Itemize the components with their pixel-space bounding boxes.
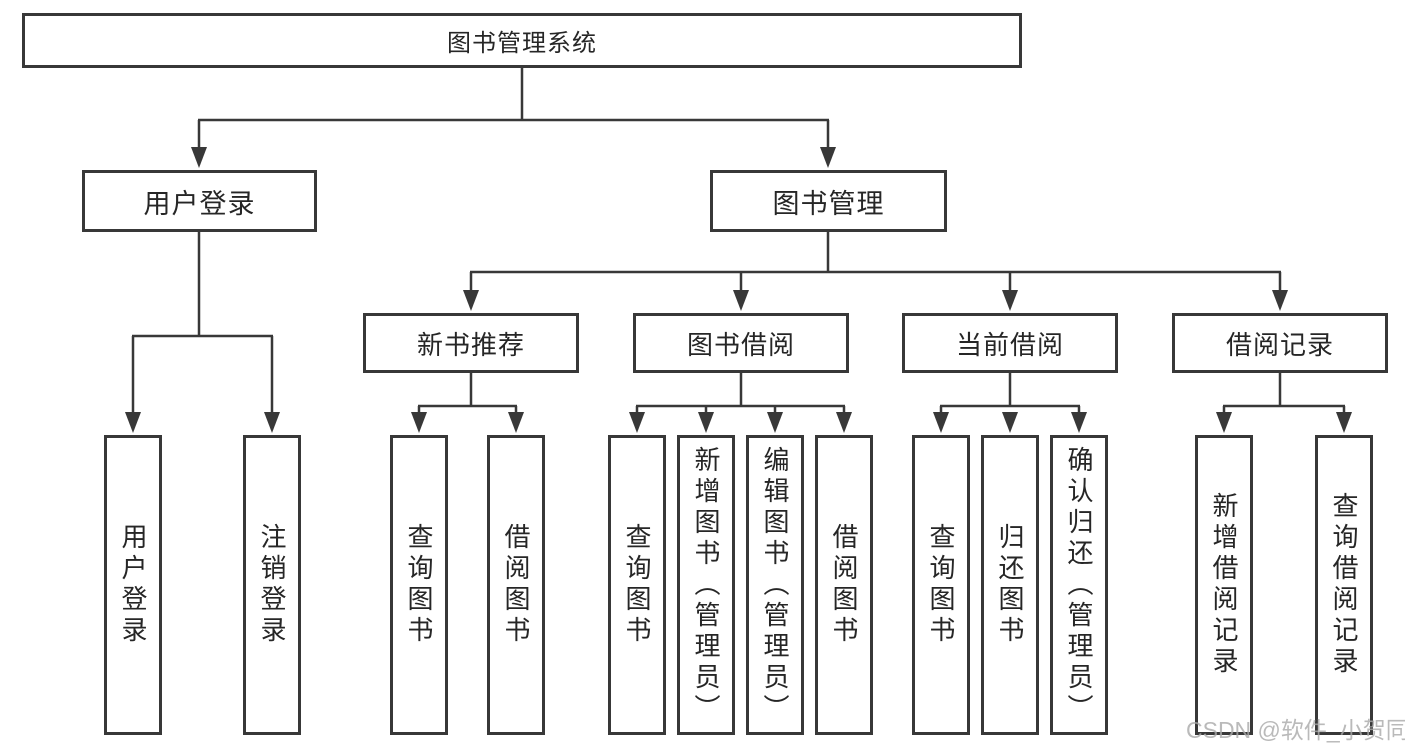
leaf-borrow-books-recommend: 借阅图书	[487, 435, 545, 735]
leaf-return-book-label: 归还图书	[995, 523, 1025, 647]
leaf-edit-book-admin: 编辑图书（管理员）	[746, 435, 804, 735]
leaf-confirm-return-admin: 确认归还（管理员）	[1050, 435, 1108, 735]
leaf-add-borrow-record-label: 新增借阅记录	[1209, 492, 1239, 678]
leaf-logout-label: 注销登录	[257, 523, 287, 647]
leaf-query-borrow-record-label: 查询借阅记录	[1329, 492, 1359, 678]
leaf-query-books-recommend: 查询图书	[390, 435, 448, 735]
node-book-management: 图书管理	[710, 170, 947, 232]
leaf-user-login: 用户登录	[104, 435, 162, 735]
leaf-borrow-books-borrowing-label: 借阅图书	[829, 523, 859, 647]
leaf-add-borrow-record: 新增借阅记录	[1195, 435, 1253, 735]
node-book-borrowing: 图书借阅	[633, 313, 849, 373]
leaf-return-book: 归还图书	[981, 435, 1039, 735]
leaf-add-book-admin: 新增图书（管理员）	[677, 435, 735, 735]
leaf-query-books-current-label: 查询图书	[926, 523, 956, 647]
leaf-edit-book-admin-label: 编辑图书（管理员）	[760, 445, 790, 725]
leaf-query-books-borrowing: 查询图书	[608, 435, 666, 735]
leaf-query-books-borrowing-label: 查询图书	[622, 523, 652, 647]
leaf-logout: 注销登录	[243, 435, 301, 735]
csdn-watermark: CSDN @软件_小贺同学	[1186, 717, 1405, 743]
leaf-user-login-label: 用户登录	[118, 523, 148, 647]
leaf-query-books-current: 查询图书	[912, 435, 970, 735]
node-root: 图书管理系统	[22, 13, 1022, 68]
leaf-add-book-admin-label: 新增图书（管理员）	[691, 445, 721, 725]
node-borrowing-records: 借阅记录	[1172, 313, 1388, 373]
node-user-login: 用户登录	[82, 170, 317, 232]
leaf-query-borrow-record: 查询借阅记录	[1315, 435, 1373, 735]
node-current-borrowing: 当前借阅	[902, 313, 1118, 373]
leaf-query-books-recommend-label: 查询图书	[404, 523, 434, 647]
node-new-book-recommendation: 新书推荐	[363, 313, 579, 373]
leaf-confirm-return-admin-label: 确认归还（管理员）	[1064, 445, 1094, 725]
leaf-borrow-books-borrowing: 借阅图书	[815, 435, 873, 735]
leaf-borrow-books-recommend-label: 借阅图书	[501, 523, 531, 647]
